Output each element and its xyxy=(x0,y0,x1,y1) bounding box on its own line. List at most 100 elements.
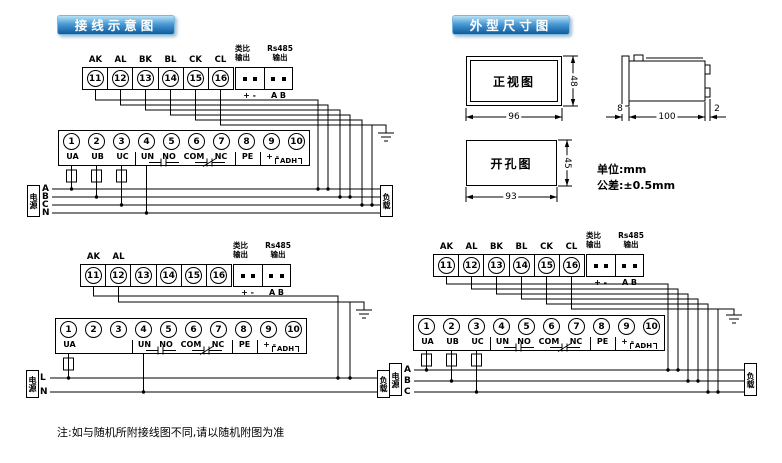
terminal: 10 xyxy=(639,316,664,337)
label-uc: UC xyxy=(471,337,484,346)
label-uc: UC xyxy=(116,152,129,161)
adh-label: ADH xyxy=(275,158,302,165)
tolerance-note: 公差:±0.5mm xyxy=(597,179,676,192)
terminal: 10 xyxy=(281,319,306,340)
d1-source-box: 电源 xyxy=(27,185,40,217)
line-label-l: L xyxy=(40,373,46,383)
terminal: 10 xyxy=(284,131,309,152)
dim-cutout-width: 93 xyxy=(503,192,519,202)
terminal: 2 xyxy=(84,131,109,152)
label-un: UN xyxy=(140,152,155,161)
analog-output-label: 类比输出 xyxy=(233,241,248,259)
d3-output-polarity-labels: + - A B xyxy=(586,278,644,287)
terminal: 6 xyxy=(184,131,209,152)
dim-front-height: 48 xyxy=(568,73,578,89)
plus-minus-label: + - xyxy=(243,91,256,100)
terminal: 11 xyxy=(81,265,107,286)
label-pe: PE xyxy=(238,340,251,349)
terminal: 7 xyxy=(206,319,231,340)
terminal-label: AL xyxy=(465,242,478,252)
label-ub: UB xyxy=(91,152,104,161)
analog-terminals xyxy=(236,68,264,89)
line-label-n: N xyxy=(40,387,48,397)
terminal: 1 xyxy=(414,316,439,337)
dim-cutout-height: 45 xyxy=(562,155,572,171)
fuse-symbol xyxy=(91,169,102,183)
fuse-symbol xyxy=(471,353,482,367)
dim-bezel-depth: 8 xyxy=(615,104,625,114)
label-ua: UA xyxy=(63,340,76,349)
terminal: 14 xyxy=(159,68,184,89)
adh-label: ADH xyxy=(272,346,299,353)
terminal: 13 xyxy=(131,265,157,286)
terminal: 14 xyxy=(157,265,182,286)
label-plus-minus: + - xyxy=(266,152,279,161)
terminal-label: AK xyxy=(86,252,101,262)
d2-output-terminal-box xyxy=(233,264,291,287)
terminal: 2 xyxy=(81,319,106,340)
terminal: 6 xyxy=(181,319,206,340)
terminal: 12 xyxy=(459,255,485,276)
terminal: 7 xyxy=(209,131,234,152)
label-ua: UA xyxy=(421,337,434,346)
label-com: COM xyxy=(180,340,202,349)
front-view: 正视图 xyxy=(466,56,562,106)
terminal: 3 xyxy=(106,319,131,340)
terminal: 8 xyxy=(234,131,259,152)
analog-terminals xyxy=(587,255,615,276)
unit-note: 单位:mm xyxy=(597,163,647,176)
line-label-c: C xyxy=(404,387,411,397)
terminal: 11 xyxy=(434,255,460,276)
label-com: COM xyxy=(538,337,560,346)
terminal: 12 xyxy=(106,265,132,286)
d3-ground-symbol xyxy=(718,308,742,324)
line-label-b: B xyxy=(42,192,49,202)
terminal-label: AL xyxy=(112,252,125,262)
d3-source-box: 电源 xyxy=(389,363,402,396)
d2-source-box: 电源 xyxy=(26,370,39,398)
label-no: NO xyxy=(517,337,531,346)
terminal: 12 xyxy=(108,68,134,89)
adh-label: ADH xyxy=(630,343,657,350)
terminal: 15 xyxy=(535,255,560,276)
terminal-label: CK xyxy=(540,242,553,252)
terminal: 13 xyxy=(133,68,159,89)
terminal-label xyxy=(156,252,181,262)
line-label-b: B xyxy=(404,376,411,386)
d2-ground-symbol xyxy=(350,301,372,319)
label-nc: NC xyxy=(569,337,583,346)
fuse-symbol xyxy=(116,169,127,183)
d3-wiring xyxy=(414,277,744,394)
terminal: 3 xyxy=(109,131,134,152)
terminal-label xyxy=(206,252,231,262)
terminal: 16 xyxy=(207,265,231,286)
d1-load-box: 负载 xyxy=(380,185,393,217)
analog-output-label: 类比输出 xyxy=(586,231,601,249)
side-view xyxy=(621,54,711,107)
ab-label: A B xyxy=(270,91,287,100)
label-pe: PE xyxy=(241,152,254,161)
line-label-c: C xyxy=(42,200,49,210)
terminal: 4 xyxy=(489,316,514,337)
terminal-label: BL xyxy=(515,242,528,252)
d2-output-polarity-labels: + - A B xyxy=(233,288,291,297)
terminal-label: CL xyxy=(214,55,227,65)
plus-minus-label: + - xyxy=(241,288,254,297)
dim-front-width: 96 xyxy=(506,112,522,122)
terminal: 7 xyxy=(564,316,589,337)
terminal: 9 xyxy=(259,131,284,152)
d1-output-terminal-box xyxy=(235,67,293,90)
fuse-symbol xyxy=(421,353,432,367)
